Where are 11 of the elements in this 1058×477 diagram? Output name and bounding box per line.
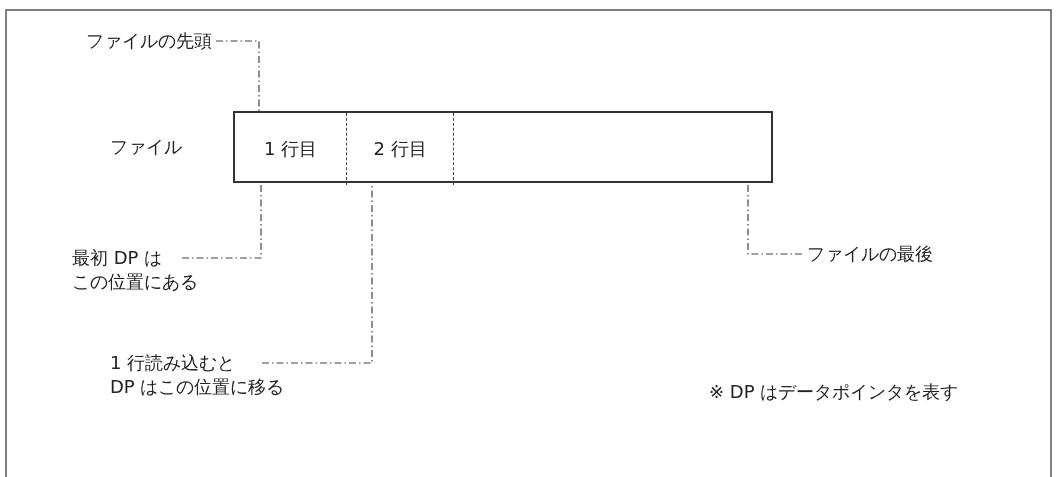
callout-text: ファイルの最後 (807, 242, 933, 266)
table-cell: 2 行目 (347, 113, 454, 185)
callout-text: ファイルの先頭 (86, 29, 212, 53)
file-label: ファイル (110, 135, 182, 159)
leader-line (747, 182, 803, 255)
leader-line (181, 182, 262, 259)
leader-line (215, 40, 260, 112)
note-text: ※ DP はデータポインタを表す (709, 380, 959, 404)
callout-text: 最初 DP はこの位置にある (72, 246, 198, 294)
table-cell: 1 行目 (235, 113, 347, 185)
callout-text: 1 行読み込むとDP はこの位置に移る (110, 351, 285, 399)
